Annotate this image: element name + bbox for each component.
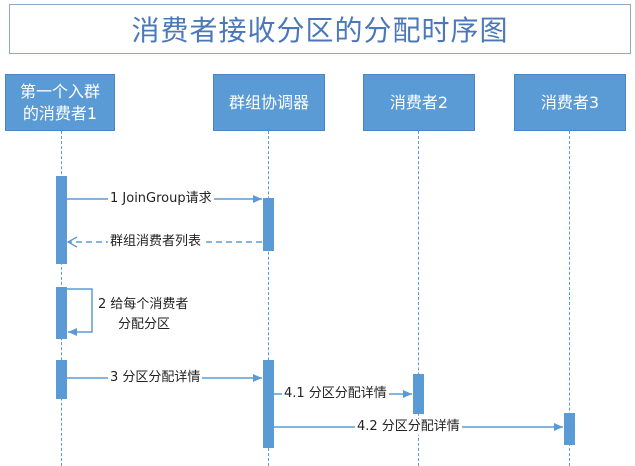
lifeline-group-coordinator (268, 131, 269, 466)
activation-consumer-3 (564, 413, 575, 445)
lifeline-consumer-2 (418, 131, 419, 466)
activation-consumer-1-a (56, 176, 67, 264)
diagram-title-box: 消费者接收分区的分配时序图 (9, 4, 631, 54)
actor-consumer-3: 消费者3 (514, 74, 626, 131)
actor-consumer-1: 第一个入群 的消费者1 (5, 74, 115, 131)
activation-consumer-1-b (56, 287, 67, 339)
message-label-4-2: 4.2 分区分配详情 (355, 419, 462, 435)
actor-consumer-2: 消费者2 (363, 74, 475, 131)
activation-coordinator-a (263, 198, 274, 251)
arrow-self-assign (67, 288, 93, 336)
actor-group-coordinator-label: 群组协调器 (228, 92, 309, 112)
message-label-3: 3 分区分配详情 (108, 370, 203, 386)
activation-coordinator-b (263, 360, 274, 448)
lifeline-consumer-3 (569, 131, 570, 466)
message-label-return: 群组消费者列表 (108, 234, 204, 250)
message-label-2-line1: 2 给每个消费者 (98, 297, 189, 312)
activation-consumer-2 (413, 374, 424, 414)
actor-consumer-2-label: 消费者2 (389, 92, 449, 112)
message-label-1: 1 JoinGroup请求 (108, 191, 214, 207)
actor-consumer-1-line2: 的消费者1 (22, 103, 98, 123)
message-label-4-1: 4.1 分区分配详情 (282, 386, 389, 402)
actor-consumer-1-line1: 第一个入群 (19, 81, 100, 101)
actor-group-coordinator: 群组协调器 (213, 74, 325, 131)
actor-consumer-3-label: 消费者3 (540, 92, 600, 112)
message-label-2-line2: 分配分区 (118, 317, 171, 332)
diagram-title: 消费者接收分区的分配时序图 (131, 14, 509, 47)
activation-consumer-1-c (56, 360, 67, 399)
